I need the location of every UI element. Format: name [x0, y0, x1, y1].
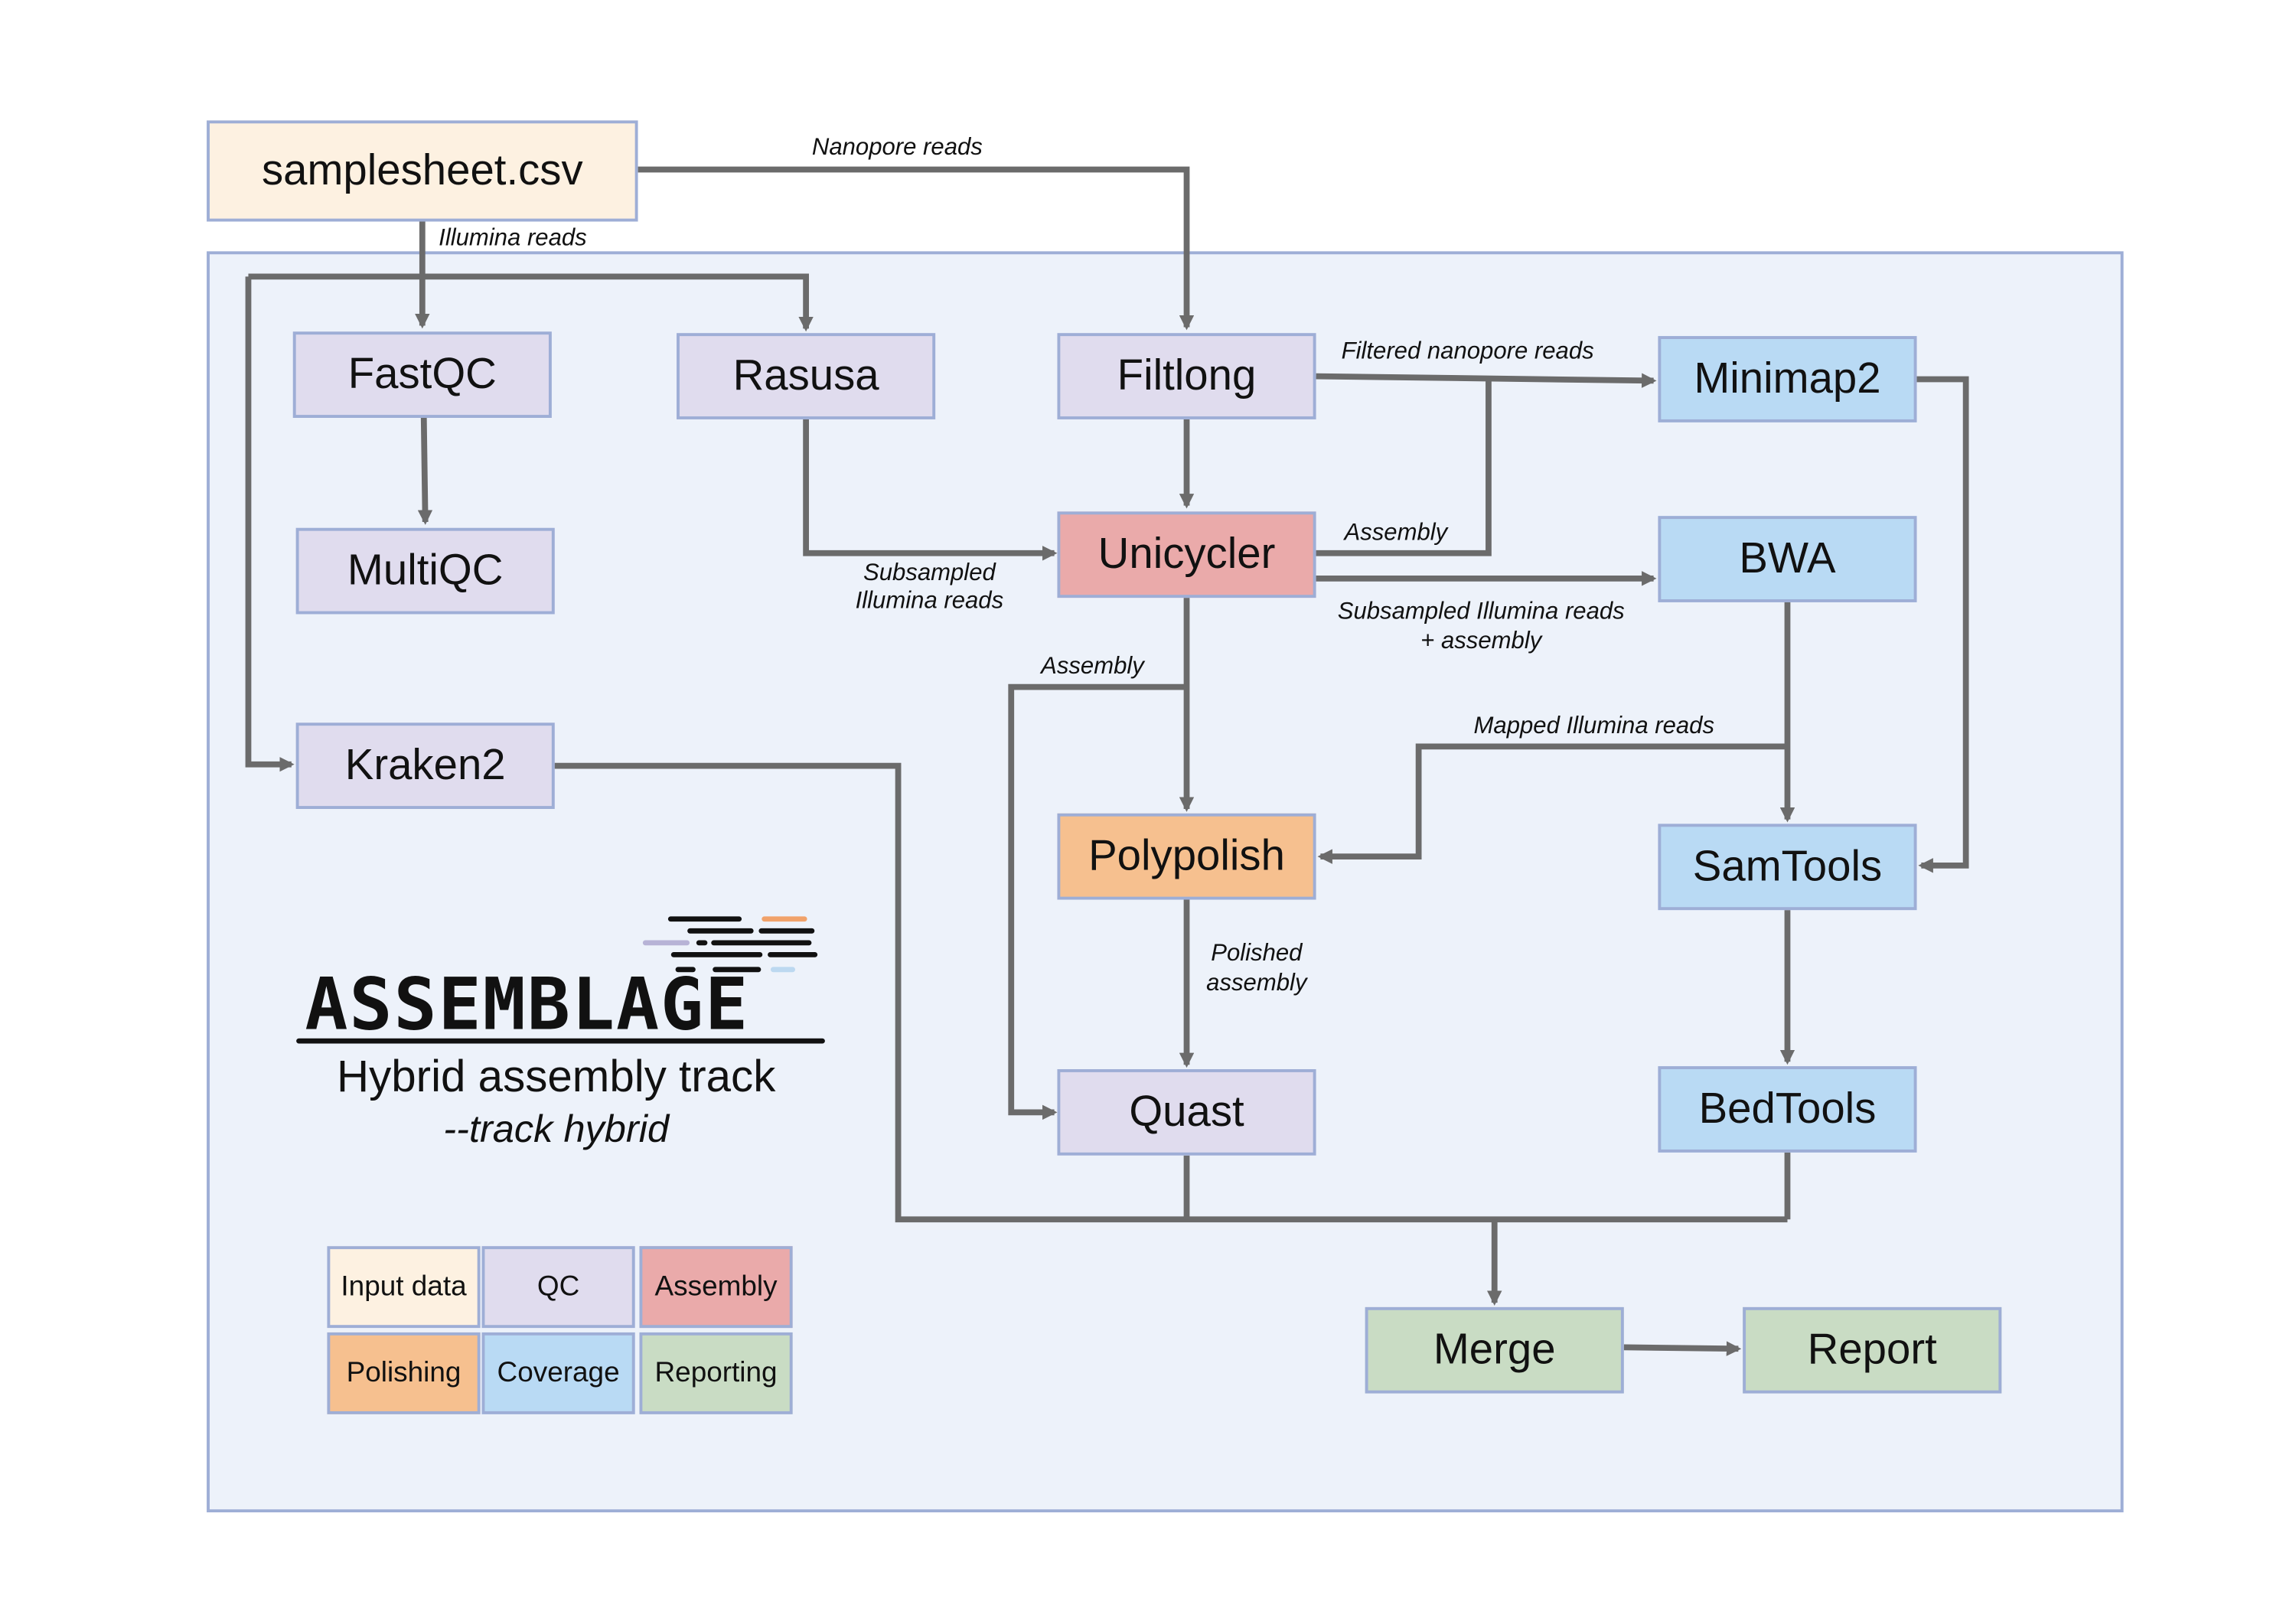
track-flag: --track hybrid — [443, 1106, 670, 1151]
assemblage-logo: ASSEMBLAGE — [305, 964, 750, 1047]
legend-input-data: Input data — [327, 1246, 481, 1329]
edge-fastqc-multiqc — [417, 417, 433, 525]
logo-stripes — [296, 916, 825, 1044]
node-minimap2: Minimap2 — [1658, 336, 1917, 422]
label-subsampled-assembly-line1: Subsampled Illumina reads — [1337, 599, 1625, 625]
edge-illumina-rasusa — [248, 273, 814, 332]
edge-filtlong-minimap2 — [1316, 373, 1657, 388]
label-assembly-minimap: Assembly — [1344, 520, 1448, 546]
node-fastqc: FastQC — [292, 331, 552, 418]
label-filtered-nanopore-reads: Filtered nanopore reads — [1341, 339, 1594, 365]
legend-polishing: Polishing — [327, 1332, 481, 1414]
node-report: Report — [1743, 1306, 2002, 1394]
node-filtlong: Filtlong — [1057, 333, 1316, 419]
node-samplesheet: samplesheet.csv — [207, 120, 638, 222]
track-title: Hybrid assembly track — [337, 1052, 776, 1102]
label-mapped-illumina-reads: Mapped Illumina reads — [1473, 713, 1715, 739]
label-polished-line2: assembly — [1206, 970, 1307, 996]
label-subsampled-illumina-line1: Subsampled — [863, 560, 996, 586]
node-rasusa: Rasusa — [677, 333, 936, 419]
label-assembly-quast: Assembly — [1041, 654, 1144, 680]
legend-qc: QC — [481, 1246, 635, 1329]
label-subsampled-assembly-line2: + assembly — [1420, 628, 1542, 654]
legend-reporting: Reporting — [639, 1332, 793, 1414]
legend-assembly: Assembly — [639, 1246, 793, 1329]
node-polypolish: Polypolish — [1057, 813, 1316, 900]
edge-minimap2-samtools — [1916, 376, 1969, 873]
edge-rasusa-unicycler — [803, 419, 1058, 561]
label-subsampled-illumina-line2: Illumina reads — [855, 589, 1004, 615]
node-samtools: SamTools — [1658, 824, 1917, 911]
node-merge: Merge — [1365, 1306, 1624, 1394]
label-nanopore-reads: Nanopore reads — [811, 135, 983, 161]
node-bwa: BWA — [1658, 516, 1917, 602]
legend-coverage: Coverage — [481, 1332, 635, 1414]
edge-bwa-polypolish — [1317, 743, 1788, 864]
node-multiqc: MultiQC — [295, 527, 555, 615]
edge-illumina-kraken2 — [245, 276, 295, 772]
edge-merge-report — [1623, 1341, 1742, 1356]
node-kraken2: Kraken2 — [295, 722, 555, 809]
node-unicycler: Unicycler — [1057, 511, 1316, 598]
edge-kraken2-merge — [553, 762, 1788, 1223]
edge-unicycler-assembly-minimap2 — [1316, 379, 1492, 556]
label-illumina-reads: Illumina reads — [439, 226, 587, 252]
edge-samplesheet-filtlong — [638, 166, 1195, 331]
node-bedtools: BedTools — [1658, 1066, 1917, 1153]
edge-unicycler-quast — [1008, 683, 1187, 1120]
label-polished-line1: Polished — [1211, 941, 1303, 967]
node-quast: Quast — [1057, 1069, 1316, 1156]
